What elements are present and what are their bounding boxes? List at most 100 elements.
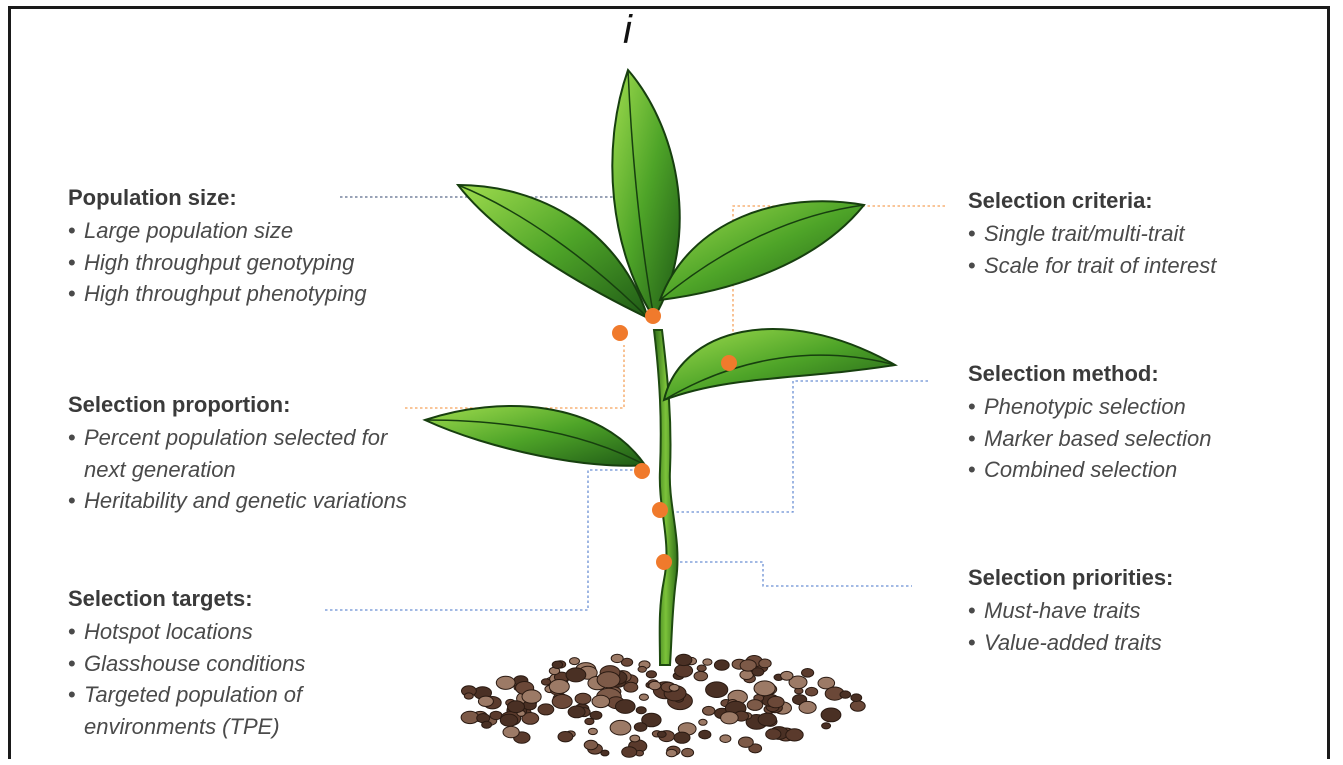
leaf-lower-left — [422, 405, 647, 467]
soil-pebble — [633, 722, 648, 732]
soil-pebble — [521, 689, 542, 704]
soil-pebble — [702, 658, 713, 666]
leaves — [422, 68, 898, 467]
soil-pebble — [540, 678, 552, 686]
group-title: Selection criteria: — [968, 188, 1153, 213]
soil-pebble — [620, 657, 634, 667]
soil-pebble — [507, 700, 525, 714]
group-list: Percent population selected for next gen… — [68, 422, 418, 517]
soil-pebble — [587, 727, 598, 736]
leaf-middle-right — [662, 328, 898, 402]
list-item: Targeted population of environments (TPE… — [68, 679, 388, 742]
list-item: Large population size — [68, 215, 448, 247]
soil-pebble — [693, 670, 709, 682]
node-dot-3 — [721, 355, 737, 371]
soil-pebble — [656, 730, 667, 738]
soil-pebble — [757, 712, 777, 727]
group-list: Must-have traits Value-added traits — [968, 595, 1308, 658]
soil-pebble — [463, 692, 474, 700]
group-title: Selection proportion: — [68, 392, 291, 417]
soil-pebble — [713, 659, 730, 671]
connector-selection-priorities — [665, 561, 912, 587]
soil-pebble — [600, 749, 610, 757]
soil-pebble — [748, 743, 763, 754]
list-item: High throughput genotyping — [68, 247, 448, 279]
group-list: Large population size High throughput ge… — [68, 215, 448, 310]
group-list: Phenotypic selection Marker based select… — [968, 391, 1308, 486]
soil-pebble — [785, 728, 804, 742]
group-selection-criteria: Selection criteria: Single trait/multi-t… — [968, 186, 1308, 281]
group-title: Selection targets: — [68, 586, 253, 611]
list-item: Hotspot locations — [68, 616, 388, 648]
group-title: Population size: — [68, 185, 237, 210]
soil-pebble — [569, 657, 580, 666]
soil-pebble — [738, 736, 754, 748]
node-dots — [612, 308, 737, 570]
soil-pebble — [839, 690, 852, 699]
soil-pebble — [705, 681, 729, 699]
group-list: Hotspot locations Glasshouse conditions … — [68, 616, 388, 742]
soil-pebble — [481, 720, 493, 729]
soil-pebble — [788, 675, 808, 690]
soil-pebble — [780, 670, 794, 681]
soil-pebble — [548, 679, 570, 694]
connector-selection-criteria — [732, 205, 945, 355]
soil-pebble — [460, 710, 480, 725]
soil-pebble — [675, 653, 693, 667]
list-item: High throughput phenotyping — [68, 278, 448, 310]
plant-stem — [652, 329, 679, 666]
group-selection-method: Selection method: Phenotypic selection M… — [968, 359, 1308, 486]
group-selection-targets: Selection targets: Hotspot locations Gla… — [68, 584, 388, 742]
group-selection-priorities: Selection priorities: Must-have traits V… — [968, 563, 1308, 658]
leaf-upper-right — [658, 200, 866, 302]
soil-pebble — [720, 711, 739, 725]
soil-pebble — [665, 748, 678, 758]
list-item: Single trait/multi-trait — [968, 218, 1308, 250]
list-item: Combined selection — [968, 454, 1308, 486]
soil-pebble — [767, 695, 785, 709]
soil-pebble — [609, 719, 632, 736]
soil-pebble — [499, 713, 519, 727]
node-dot-6 — [656, 554, 672, 570]
node-dot-4 — [634, 463, 650, 479]
node-dot-5 — [652, 502, 668, 518]
soil-pebble — [719, 734, 732, 744]
soil-pebble — [746, 699, 764, 711]
panel-label: i — [623, 8, 632, 52]
soil-pebble — [673, 731, 691, 744]
soil-pebble — [821, 722, 832, 730]
group-selection-proportion: Selection proportion: Percent population… — [68, 390, 418, 517]
list-item: Value-added traits — [968, 627, 1308, 659]
list-item: Marker based selection — [968, 423, 1308, 455]
list-item: Phenotypic selection — [968, 391, 1308, 423]
soil-pebble — [739, 669, 754, 680]
group-title: Selection method: — [968, 361, 1159, 386]
soil-pebble — [645, 670, 658, 679]
soil-pebble — [589, 710, 603, 720]
soil-pebble — [591, 694, 611, 709]
soil-pebble — [521, 712, 540, 725]
soil-pebble — [596, 671, 621, 689]
node-dot-2 — [612, 325, 628, 341]
soil-pebble — [681, 747, 695, 758]
soil-pebble — [674, 664, 694, 678]
soil-pebble — [502, 725, 520, 739]
soil-pebble — [629, 734, 641, 743]
soil-pebble — [621, 746, 638, 758]
node-dot-1 — [645, 308, 661, 324]
soil-pebble — [801, 668, 815, 678]
soil-pebble — [751, 667, 765, 677]
soil-pebble — [615, 699, 636, 714]
soil-pebble — [850, 693, 863, 703]
list-item: Percent population selected for next gen… — [68, 422, 418, 485]
soil-pebble — [567, 705, 586, 719]
soil-pebble — [739, 659, 757, 672]
soil-pebble — [765, 728, 782, 740]
soil-pebble — [551, 660, 564, 669]
soil-pebble — [849, 700, 866, 712]
soil-pebble — [537, 703, 555, 716]
soil-pebble — [702, 705, 716, 716]
soil-pebble — [477, 695, 494, 707]
soil-pebble — [584, 717, 595, 726]
